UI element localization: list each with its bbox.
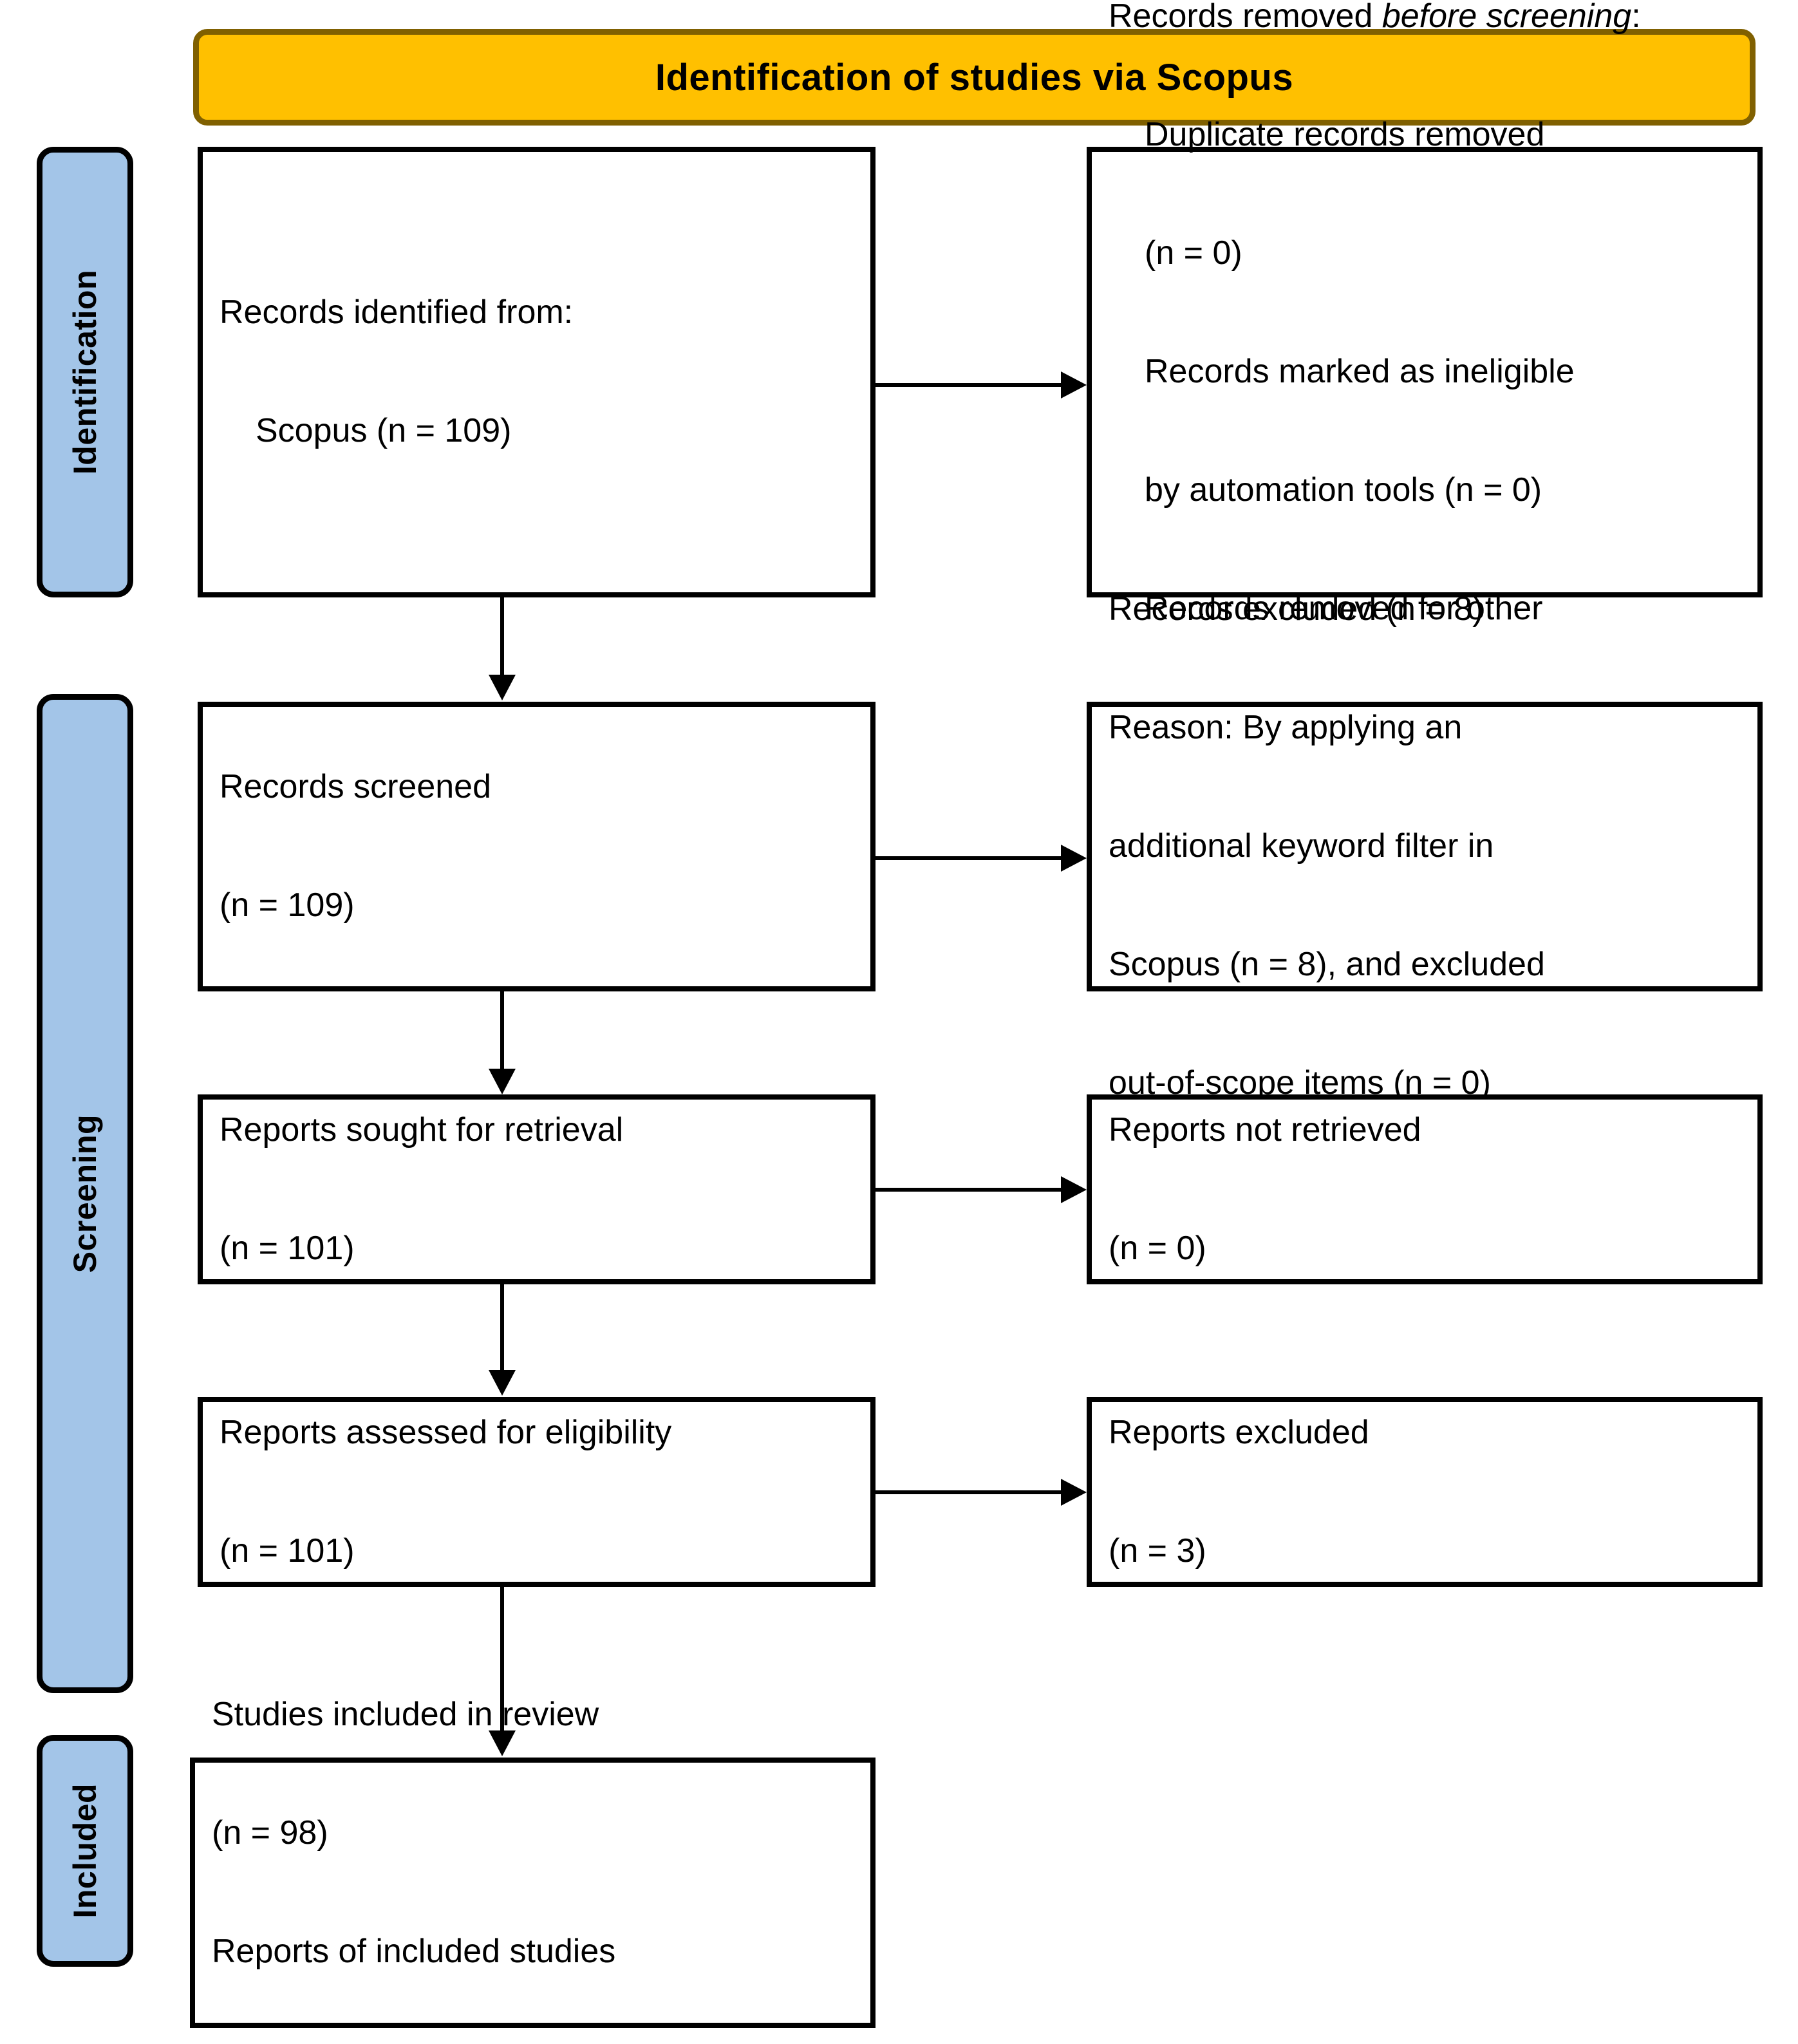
removed-heading-prefix: Records removed bbox=[1109, 0, 1382, 35]
box-reports-sought: Reports sought for retrieval (n = 101) bbox=[198, 1094, 876, 1284]
records-screened-line1: Records screened bbox=[220, 768, 491, 806]
connector-assessed-to-included bbox=[500, 1587, 504, 1732]
reports-assessed-line2: (n = 101) bbox=[220, 1532, 355, 1570]
box-records-screened: Records screened (n = 109) bbox=[198, 702, 876, 991]
removed-item1-line1: Duplicate records removed bbox=[1145, 116, 1545, 154]
removed-item2-line2: by automation tools (n = 0) bbox=[1145, 471, 1542, 509]
connector-screened-to-excluded bbox=[876, 856, 1062, 860]
box-studies-included-text: Studies included in review (n = 98) Repo… bbox=[212, 1616, 854, 2044]
stage-bar-identification: Identification bbox=[37, 147, 133, 597]
box-records-removed-before-screening: Records removed before screening: Duplic… bbox=[1087, 0, 1763, 746]
stage-bar-screening: Screening bbox=[37, 694, 133, 1693]
stage-label-screening: Screening bbox=[67, 1114, 103, 1273]
box-records-excluded-text: Records excluded (n = 8) Reason: By appl… bbox=[1109, 511, 1741, 1182]
box-reports-assessed-text: Reports assessed for eligibility (n = 10… bbox=[220, 1334, 854, 1650]
records-identified-line2: Scopus (n = 109) bbox=[256, 412, 512, 450]
box-records-screened-text: Records screened (n = 109) bbox=[220, 689, 854, 1005]
arrow-screened-to-sought bbox=[489, 1069, 516, 1094]
connector-identified-to-screened bbox=[500, 597, 504, 676]
box-studies-included: Studies included in review (n = 98) Repo… bbox=[190, 1696, 876, 2028]
box-records-identified: Records identified from: Scopus (n = 109… bbox=[198, 147, 876, 597]
header-banner: Identification of studies via Scopus bbox=[193, 29, 1756, 126]
stage-label-identification: Identification bbox=[67, 269, 103, 475]
connector-identified-to-removed bbox=[876, 383, 1062, 387]
box-reports-excluded: Reports excluded (n = 3) bbox=[1087, 1397, 1763, 1587]
stage-label-included: Included bbox=[67, 1783, 103, 1918]
reports-sought-line1: Reports sought for retrieval bbox=[220, 1111, 624, 1149]
connector-screened-to-sought bbox=[500, 991, 504, 1070]
removed-heading-italic: before screening bbox=[1381, 0, 1632, 35]
reports-not-retrieved-line1: Reports not retrieved bbox=[1109, 1111, 1421, 1149]
arrow-assessed-to-included bbox=[489, 1730, 516, 1756]
box-records-identified-text: Records identified from: Scopus (n = 109… bbox=[220, 214, 854, 530]
removed-item2-line1: Records marked as ineligible bbox=[1145, 353, 1575, 391]
box-reports-not-retrieved: Reports not retrieved (n = 0) bbox=[1087, 1094, 1763, 1284]
reports-assessed-line1: Reports assessed for eligibility bbox=[220, 1413, 672, 1451]
records-excluded-line4: Scopus (n = 8), and excluded bbox=[1109, 946, 1545, 984]
records-excluded-line3: additional keyword filter in bbox=[1109, 827, 1494, 865]
box-reports-excluded-text: Reports excluded (n = 3) bbox=[1109, 1334, 1741, 1650]
arrow-sought-to-not-retrieved bbox=[1061, 1176, 1087, 1203]
records-identified-line1: Records identified from: bbox=[220, 294, 574, 332]
reports-excluded-line2: (n = 3) bbox=[1109, 1532, 1206, 1570]
removed-heading: Records removed before screening: bbox=[1109, 0, 1741, 36]
arrow-sought-to-assessed bbox=[489, 1370, 516, 1396]
box-records-excluded: Records excluded (n = 8) Reason: By appl… bbox=[1087, 590, 1763, 1102]
connector-assessed-to-excluded bbox=[876, 1490, 1062, 1494]
records-excluded-line1: Records excluded (n = 8) bbox=[1109, 590, 1484, 628]
stage-bar-included: Included bbox=[37, 1735, 133, 1967]
reports-sought-line2: (n = 101) bbox=[220, 1229, 355, 1267]
studies-included-line3: Reports of included studies bbox=[212, 1933, 616, 1971]
connector-sought-to-not-retrieved bbox=[876, 1188, 1062, 1192]
box-reports-assessed: Reports assessed for eligibility (n = 10… bbox=[198, 1397, 876, 1587]
studies-included-line1: Studies included in review bbox=[212, 1696, 599, 1734]
records-excluded-line2: Reason: By applying an bbox=[1109, 709, 1463, 747]
arrow-identified-to-screened bbox=[489, 675, 516, 700]
records-screened-line2: (n = 109) bbox=[220, 886, 355, 924]
removed-heading-suffix: : bbox=[1631, 0, 1641, 35]
box-reports-sought-text: Reports sought for retrieval (n = 101) bbox=[220, 1031, 854, 1347]
removed-item3-line1: Records removed for other bbox=[1145, 590, 1543, 628]
reports-excluded-line1: Reports excluded bbox=[1109, 1413, 1369, 1451]
arrow-assessed-to-excluded bbox=[1061, 1479, 1087, 1506]
arrow-screened-to-excluded bbox=[1061, 845, 1087, 872]
reports-not-retrieved-line2: (n = 0) bbox=[1109, 1229, 1206, 1267]
header-title: Identification of studies via Scopus bbox=[655, 56, 1294, 98]
studies-included-line2: (n = 98) bbox=[212, 1814, 328, 1852]
box-reports-not-retrieved-text: Reports not retrieved (n = 0) bbox=[1109, 1031, 1741, 1347]
box-records-removed-text: Records removed before screening: Duplic… bbox=[1109, 0, 1741, 827]
connector-sought-to-assessed bbox=[500, 1284, 504, 1371]
arrow-identified-to-removed bbox=[1061, 371, 1087, 398]
removed-item1-line2: (n = 0) bbox=[1145, 234, 1242, 272]
